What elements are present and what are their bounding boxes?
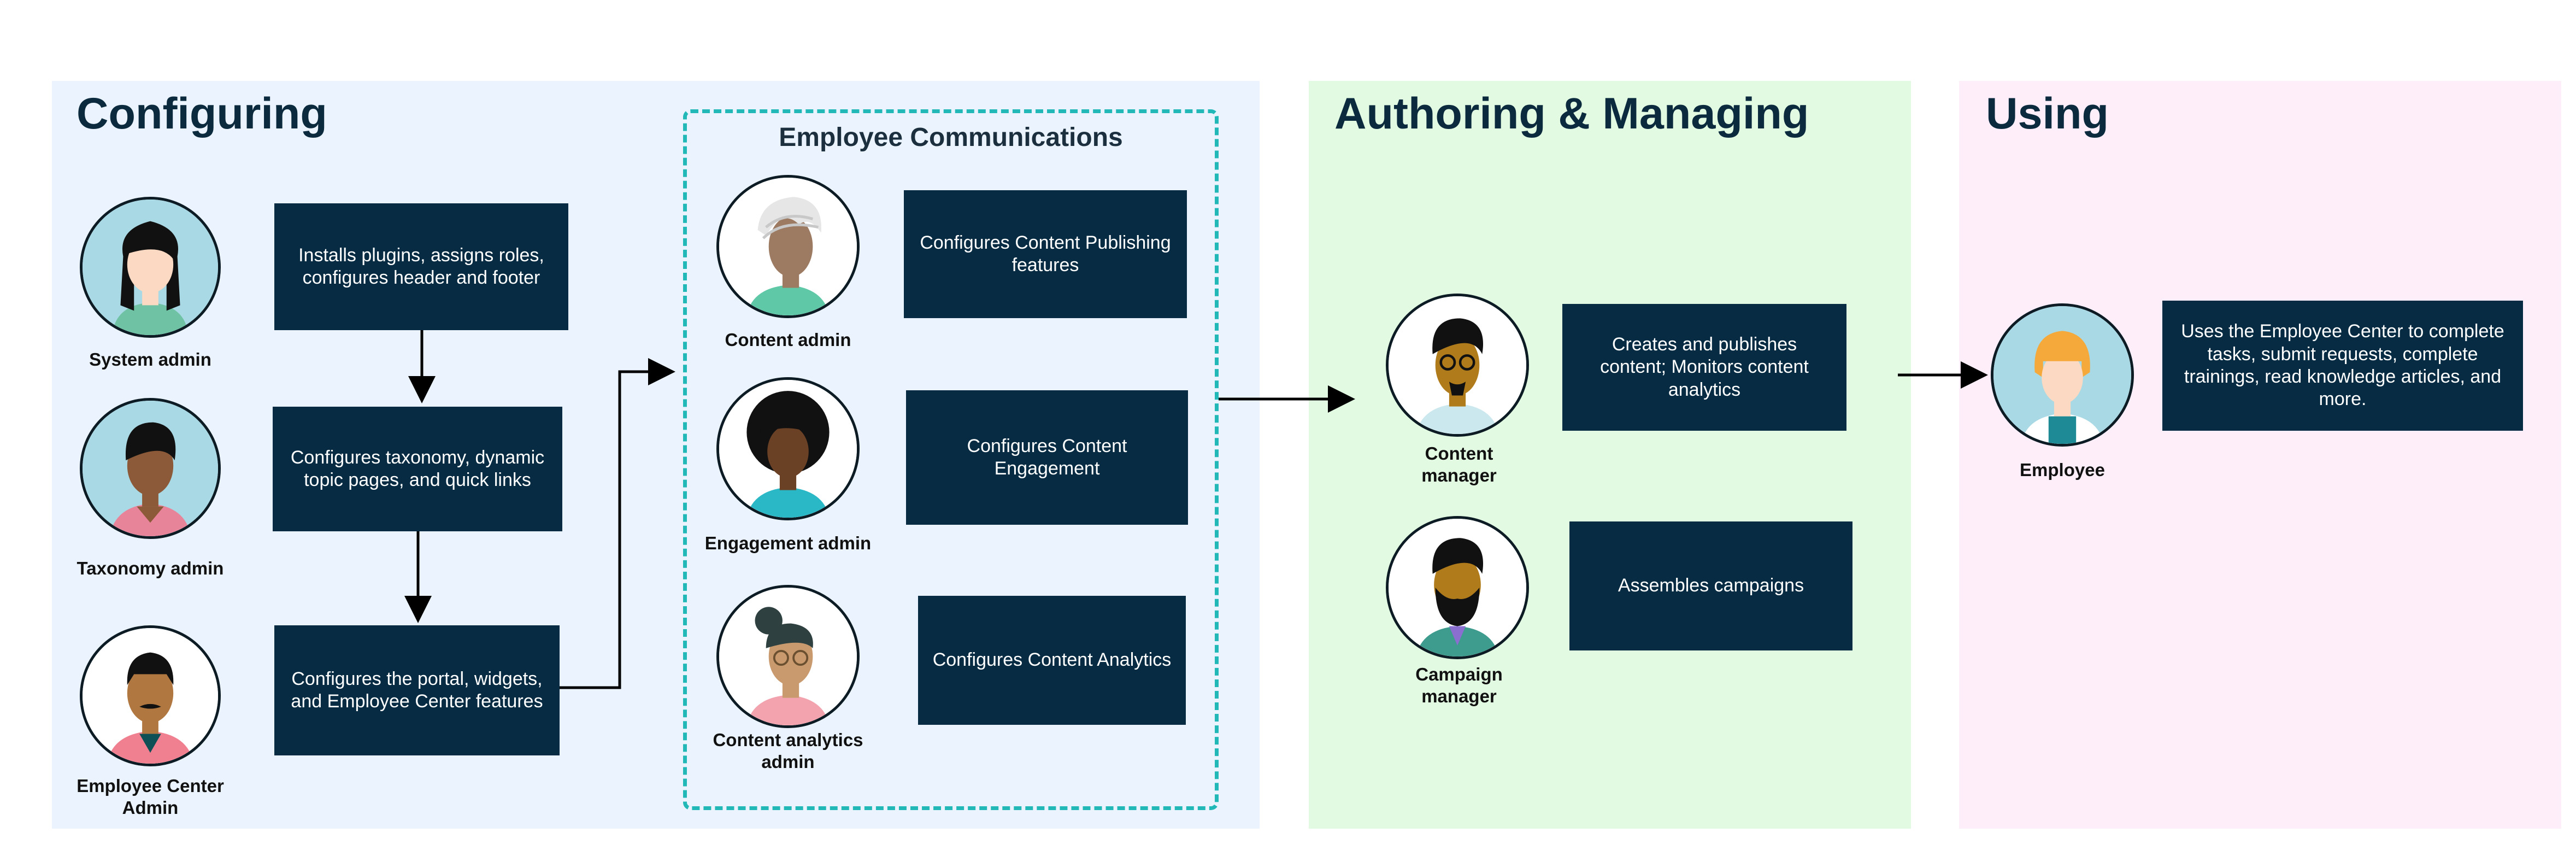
using-title: Using — [1986, 89, 2109, 138]
authoring-title: Authoring & Managing — [1334, 89, 1809, 138]
taxonomy-admin-avatar — [80, 398, 221, 539]
system-admin-label: System admin — [89, 349, 211, 370]
ec-admin-avatar — [80, 625, 221, 766]
taxonomy-admin-task-box: Configures taxonomy, dynamic topic pages… — [273, 407, 562, 531]
using-panel — [1959, 81, 2561, 829]
content-admin-avatar — [716, 175, 860, 318]
ec-admin-label: Employee Center Admin — [77, 776, 224, 818]
campaign-manager-label: Campaign manager — [1415, 664, 1503, 707]
analytics-admin-label: Content analytics admin — [713, 730, 863, 772]
employee-avatar — [1991, 303, 2134, 447]
content-manager-label: Content manager — [1421, 443, 1497, 486]
authoring-panel — [1309, 81, 1911, 829]
content-admin-task-box: Configures Content Publishing features — [904, 190, 1187, 318]
system-admin-task-box: Installs plugins, assigns roles, configu… — [274, 203, 568, 330]
employee-label: Employee — [2020, 460, 2105, 480]
taxonomy-admin-label: Taxonomy admin — [77, 558, 224, 578]
engagement-admin-task-box: Configures Content Engagement — [906, 390, 1188, 525]
employee-communications-title: Employee Communications — [779, 123, 1123, 152]
configuring-title: Configuring — [77, 89, 327, 138]
content-manager-avatar — [1386, 294, 1529, 437]
employee-task-box: Uses the Employee Center to complete tas… — [2162, 301, 2523, 431]
employee-communications-group — [683, 109, 1219, 810]
engagement-admin-avatar — [716, 377, 860, 520]
engagement-admin-label: Engagement admin — [704, 533, 872, 553]
ec-admin-task-box: Configures the portal, widgets, and Empl… — [274, 625, 560, 755]
content-manager-task-box: Creates and publishes content; Monitors … — [1562, 304, 1846, 431]
content-admin-label: Content admin — [725, 330, 851, 350]
analytics-admin-avatar — [716, 585, 860, 728]
campaign-manager-avatar — [1386, 516, 1529, 659]
system-admin-avatar — [80, 197, 221, 338]
analytics-admin-task-box: Configures Content Analytics — [918, 596, 1186, 725]
campaign-manager-task-box: Assembles campaigns — [1569, 521, 1852, 650]
